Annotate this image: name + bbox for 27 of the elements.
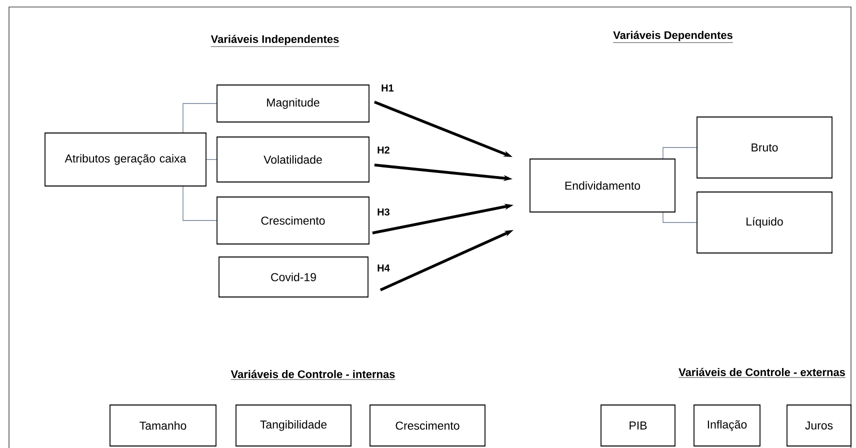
edge-label: H4 bbox=[376, 264, 391, 272]
connector-line bbox=[182, 186, 217, 221]
variable-box: Inflação bbox=[694, 404, 760, 446]
connector-line bbox=[662, 147, 697, 159]
variable-box: Magnitude bbox=[216, 84, 370, 122]
connector-line bbox=[662, 212, 697, 223]
variable-box: Volatilidade bbox=[216, 136, 370, 182]
variable-box: Tamanho bbox=[110, 404, 216, 446]
variable-box: PIB bbox=[600, 404, 676, 446]
section-heading: Variáveis Dependentes bbox=[612, 30, 734, 43]
variable-box: Juros bbox=[786, 404, 852, 446]
edge-label: H2 bbox=[376, 146, 391, 154]
section-heading: Variáveis de Controle - internas bbox=[230, 370, 396, 380]
connector-line bbox=[182, 103, 217, 133]
variable-box: Atributos geração caixa bbox=[44, 132, 206, 186]
variable-box: Crescimento bbox=[370, 404, 486, 446]
variable-box: Covid-19 bbox=[218, 256, 368, 298]
edge-label: H3 bbox=[376, 207, 391, 217]
section-heading: Variáveis de Controle - externas bbox=[678, 368, 846, 378]
variable-box: Líquido bbox=[696, 192, 832, 254]
variable-box: Bruto bbox=[696, 116, 832, 178]
section-heading: Variáveis Independentes bbox=[210, 34, 340, 47]
variable-box: Crescimento bbox=[216, 196, 370, 244]
variable-box: Endividamento bbox=[530, 158, 676, 212]
variable-box: Tangibilidade bbox=[236, 404, 352, 446]
edge-label: H1 bbox=[380, 84, 395, 92]
connector-line bbox=[206, 159, 217, 160]
